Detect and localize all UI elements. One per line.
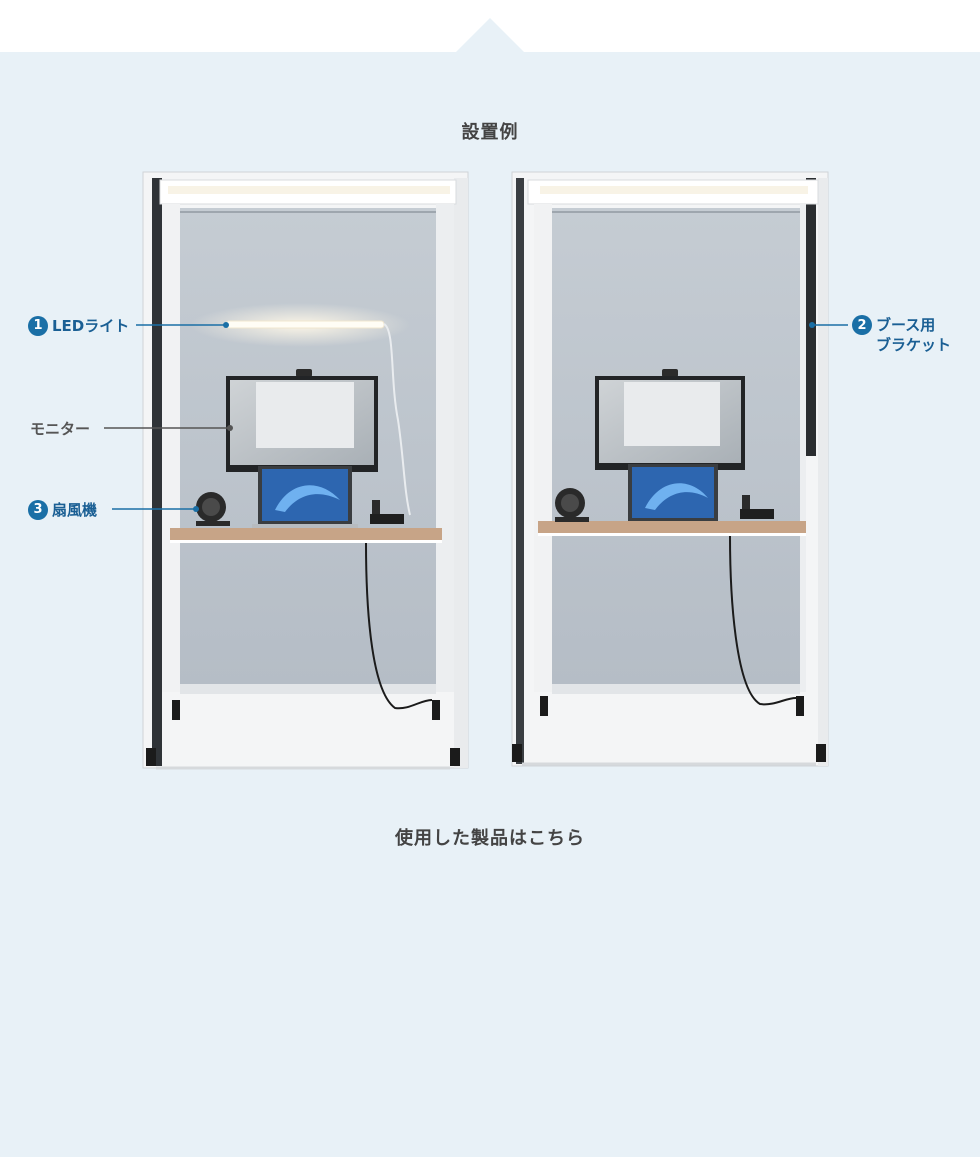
booth-right <box>511 171 829 767</box>
badge-1: 1 <box>28 315 48 336</box>
products-used-title: 使用した製品はこちら <box>395 828 585 849</box>
callout-led-light: 1 LEDライト <box>28 315 129 336</box>
callout-led-label: LEDライト <box>52 317 130 335</box>
callout-booth-bracket: 2 ブース用 ブラケット <box>852 315 951 355</box>
callout-fan: 3 扇風機 <box>28 499 97 520</box>
badge-3: 3 <box>28 499 48 520</box>
callout-bracket-line1: ブース用 <box>876 316 936 334</box>
install-example-title: 設置例 <box>461 122 519 143</box>
tab-notch <box>456 18 524 52</box>
callout-bracket-label: ブース用 ブラケット <box>876 315 951 355</box>
badge-2: 2 <box>852 315 872 335</box>
callout-bracket-line2: ブラケット <box>876 336 952 354</box>
booth-left <box>142 171 469 770</box>
callout-fan-label: 扇風機 <box>52 501 98 519</box>
callout-monitor-label: モニター <box>30 420 91 438</box>
callout-monitor: モニター <box>30 418 90 439</box>
